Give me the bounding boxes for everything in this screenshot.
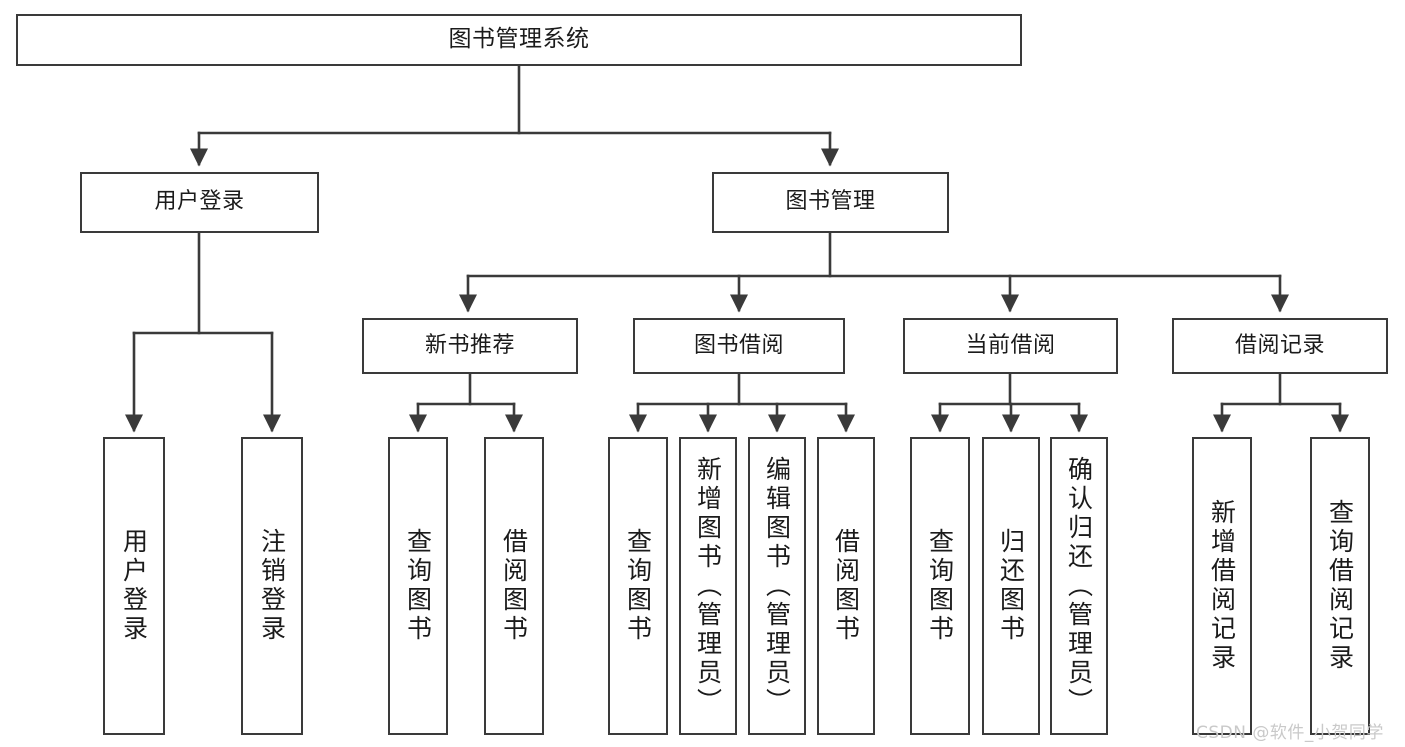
node-label: 图书借阅 <box>693 332 784 358</box>
node-borrow-record[interactable]: 借阅记录 <box>1172 318 1388 374</box>
node-book-management[interactable]: 图书管理 <box>712 172 949 233</box>
node-label: 归还图书 <box>996 528 1026 644</box>
node-label: 借阅图书 <box>831 528 861 644</box>
node-label: 新增图书（管理员） <box>693 455 723 717</box>
leaf-confirm-return-admin[interactable]: 确认归还（管理员） <box>1050 437 1108 735</box>
node-label: 查询图书 <box>925 528 955 644</box>
node-label: 当前借阅 <box>965 332 1056 358</box>
leaf-return-book[interactable]: 归还图书 <box>982 437 1040 735</box>
node-label: 注销登录 <box>257 528 287 644</box>
leaf-add-borrow-record[interactable]: 新增借阅记录 <box>1192 437 1252 735</box>
node-label: 查询图书 <box>403 528 433 644</box>
leaf-user-login[interactable]: 用户登录 <box>103 437 165 735</box>
node-label: 借阅图书 <box>499 528 529 644</box>
node-new-book-recommend[interactable]: 新书推荐 <box>362 318 578 374</box>
leaf-borrow-book-newbook[interactable]: 借阅图书 <box>484 437 544 735</box>
leaf-query-book-bookborrow[interactable]: 查询图书 <box>608 437 668 735</box>
leaf-query-book-currentborrow[interactable]: 查询图书 <box>910 437 970 735</box>
node-label: 新书推荐 <box>424 332 515 358</box>
node-book-borrow[interactable]: 图书借阅 <box>633 318 845 374</box>
node-label: 用户登录 <box>119 528 149 644</box>
csdn-watermark: CSDN @软件_小贺同学 <box>1196 723 1384 743</box>
leaf-query-book-newbook[interactable]: 查询图书 <box>388 437 448 735</box>
node-label: 用户登录 <box>154 189 245 215</box>
node-root-book-management-system[interactable]: 图书管理系统 <box>16 14 1022 66</box>
node-label: 新增借阅记录 <box>1207 499 1237 673</box>
node-label: 图书管理系统 <box>448 26 590 53</box>
node-label: 借阅记录 <box>1234 332 1325 358</box>
node-label: 确认归还（管理员） <box>1064 455 1094 717</box>
node-label: 查询借阅记录 <box>1325 499 1355 673</box>
node-user-login[interactable]: 用户登录 <box>80 172 319 233</box>
node-label: 图书管理 <box>785 189 876 215</box>
leaf-logout[interactable]: 注销登录 <box>241 437 303 735</box>
node-label: 查询图书 <box>623 528 653 644</box>
node-current-borrow[interactable]: 当前借阅 <box>903 318 1118 374</box>
leaf-add-book-admin[interactable]: 新增图书（管理员） <box>679 437 737 735</box>
leaf-borrow-book-bookborrow[interactable]: 借阅图书 <box>817 437 875 735</box>
node-label: 编辑图书（管理员） <box>762 455 792 717</box>
leaf-edit-book-admin[interactable]: 编辑图书（管理员） <box>748 437 806 735</box>
leaf-query-borrow-record[interactable]: 查询借阅记录 <box>1310 437 1370 735</box>
